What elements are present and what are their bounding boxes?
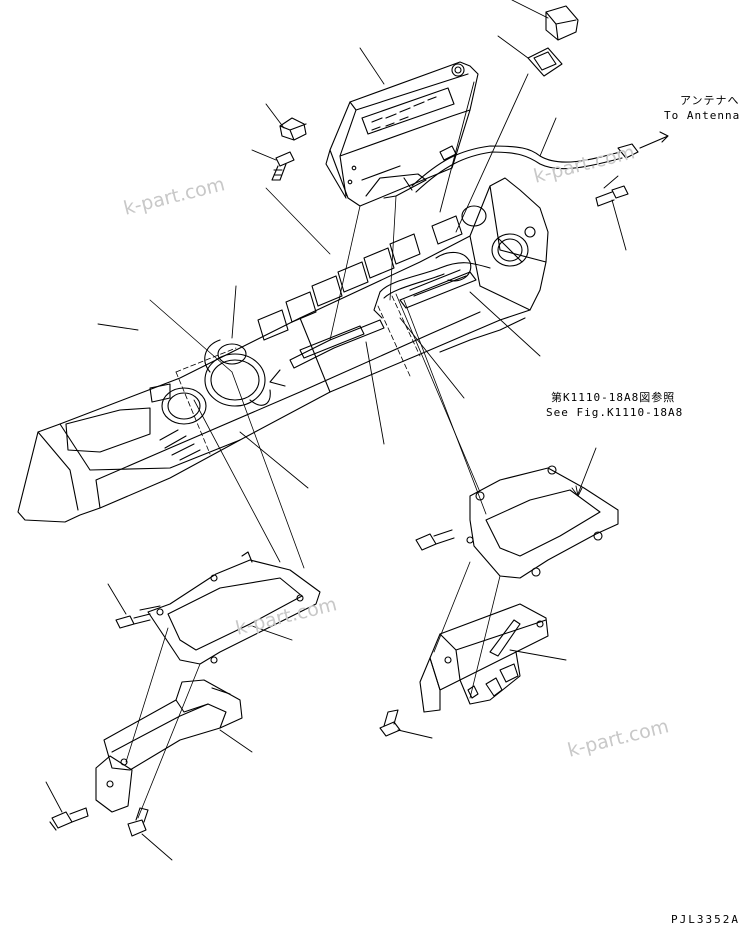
reference-label-jp: 第K1110-18A8図参照	[551, 391, 676, 404]
wire-harness	[374, 252, 490, 318]
gasket-plate-left	[140, 552, 320, 664]
bolt-top-left	[272, 152, 294, 180]
switch-bezel-top	[528, 48, 562, 76]
bolt-gasket-right	[416, 530, 454, 550]
radio-bracket	[366, 174, 426, 198]
reference-label-en: See Fig.K1110-18A8	[546, 406, 684, 419]
bracket-left	[96, 680, 242, 812]
gasket-plate-right	[467, 466, 618, 578]
antenna-label-jp: アンテナへ	[680, 94, 740, 107]
bolt-plate-left	[116, 614, 150, 628]
gauge-openings	[160, 340, 270, 460]
antenna-cable	[412, 132, 668, 192]
leader-lines	[46, 0, 626, 860]
assembly-lines	[126, 188, 500, 818]
dashed-lines	[176, 296, 420, 454]
switch-panel-unit	[420, 604, 548, 712]
radio-unit	[326, 62, 478, 206]
switch-cutouts	[258, 206, 535, 386]
bolt-bottom-left	[50, 808, 88, 830]
switch-knob-top	[546, 6, 578, 40]
dashboard-panel	[18, 178, 548, 522]
bolt-switch-panel	[380, 710, 400, 736]
antenna-label-en: To Antenna	[664, 109, 741, 122]
drawing-code: PJL3352A	[671, 913, 740, 926]
clip-part	[280, 118, 306, 140]
bolt-bottom-center	[128, 808, 148, 836]
bolt-right	[596, 186, 628, 206]
